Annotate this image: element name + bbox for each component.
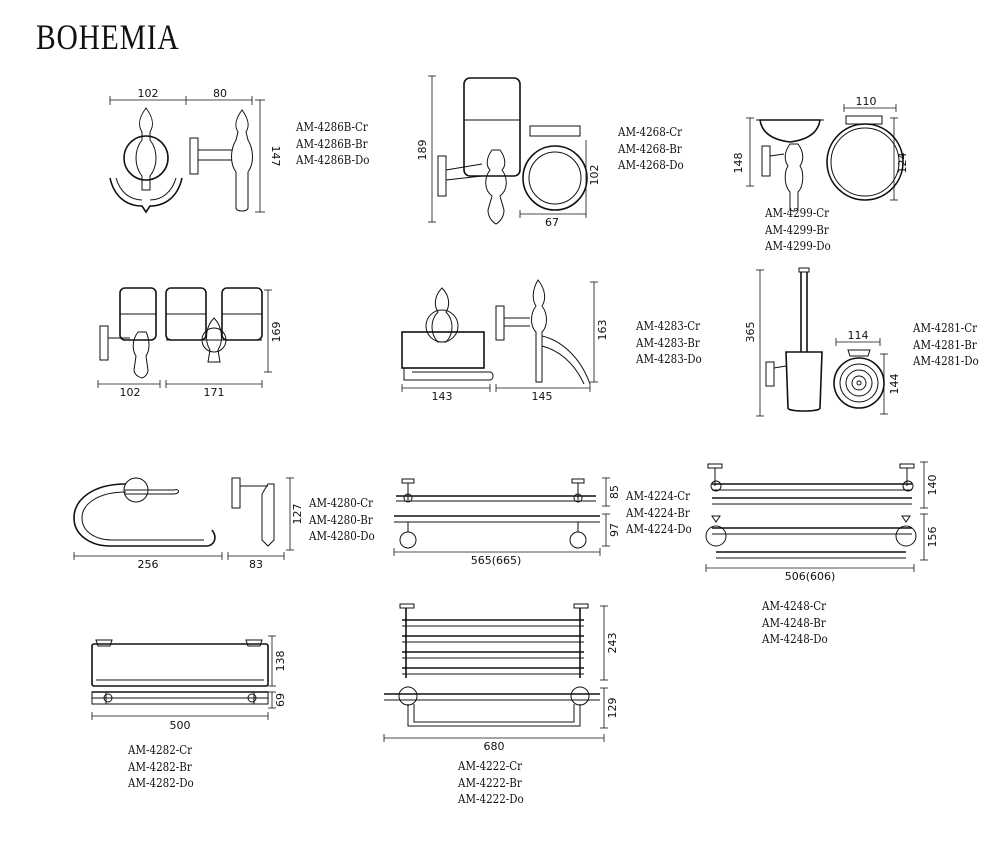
dim-4222-width: 680 — [484, 740, 505, 753]
dim-4283-width: 143 — [432, 390, 453, 403]
codes-4248: AM-4248-Cr AM-4248-Br AM-4248-Do — [762, 598, 828, 648]
drawing-4280-towel-ring — [73, 477, 294, 560]
dim-4248-bottom-height: 156 — [926, 527, 939, 548]
dim-4222-top-height: 243 — [606, 633, 619, 654]
dim-cups-double-width: 171 — [204, 386, 225, 399]
dim-4282-rail-height: 69 — [274, 693, 287, 707]
codes-4299: AM-4299-Cr AM-4299-Br AM-4299-Do — [765, 205, 831, 255]
code-cr: AM-4286B-Cr — [296, 120, 368, 134]
code-cr: AM-4282-Cr — [128, 743, 193, 757]
dim-4280-width: 256 — [138, 558, 159, 571]
code-do: AM-4224-Do — [626, 522, 692, 536]
dim-4268-ring-width: 67 — [545, 216, 559, 229]
code-br: AM-4280-Br — [309, 512, 373, 527]
codes-4281: AM-4281-Cr AM-4281-Br AM-4281-Do — [913, 320, 979, 370]
code-br: AM-4282-Br — [128, 759, 192, 774]
dim-4286b-height: 147 — [269, 146, 282, 167]
code-cr: AM-4222-Cr — [458, 759, 523, 773]
drawing-4282-glass-shelf — [91, 635, 276, 720]
code-br: AM-4283-Br — [636, 335, 700, 350]
code-br: AM-4286B-Br — [296, 136, 368, 151]
code-do: AM-4286B-Do — [296, 153, 370, 167]
code-do: AM-4299-Do — [765, 239, 831, 253]
codes-4268: AM-4268-Cr AM-4268-Br AM-4268-Do — [618, 124, 684, 174]
code-br: AM-4299-Br — [765, 222, 829, 237]
codes-4282: AM-4282-Cr AM-4282-Br AM-4282-Do — [128, 742, 194, 792]
code-br: AM-4281-Br — [913, 337, 977, 352]
code-do: AM-4222-Do — [458, 792, 524, 806]
codes-4222: AM-4222-Cr AM-4222-Br AM-4222-Do — [458, 758, 524, 808]
code-cr: AM-4299-Cr — [765, 206, 830, 220]
code-do: AM-4282-Do — [128, 776, 194, 790]
drawing-4248-towel-shelf — [705, 461, 928, 572]
code-cr: AM-4281-Cr — [913, 321, 978, 335]
drawing-4286b-robe-hook — [109, 96, 265, 214]
code-cr: AM-4248-Cr — [762, 599, 827, 613]
dim-4224-bottom-height: 97 — [608, 523, 621, 537]
code-br: AM-4248-Br — [762, 615, 826, 630]
dim-4224-width: 565(665) — [471, 554, 522, 567]
codes-4280: AM-4280-Cr AM-4280-Br AM-4280-Do — [309, 495, 375, 545]
drawing-4224-towel-bar — [393, 477, 610, 556]
dim-4248-width: 506(606) — [785, 570, 836, 583]
dim-4281-ring-width: 114 — [848, 329, 869, 342]
dim-cups-single-width: 102 — [120, 386, 141, 399]
code-cr: AM-4280-Cr — [309, 496, 374, 510]
drawing-4222-towel-rack — [383, 603, 608, 742]
drawing-4283-paper-holder — [401, 279, 598, 392]
dim-4299-ring-height: 124 — [896, 153, 909, 174]
dim-4286b-depth: 80 — [213, 87, 227, 100]
dim-4282-height: 138 — [274, 651, 287, 672]
collection-title: BOHEMIA — [36, 17, 180, 57]
code-do: AM-4281-Do — [913, 354, 979, 368]
drawing-4281-toilet-brush — [756, 267, 888, 417]
code-do: AM-4268-Do — [618, 158, 684, 172]
dim-cups-height: 169 — [270, 322, 283, 343]
code-do: AM-4248-Do — [762, 632, 828, 646]
dim-4224-top-height: 85 — [608, 485, 621, 499]
dim-4283-height: 163 — [596, 320, 609, 341]
dim-4281-height: 365 — [744, 322, 757, 343]
code-do: AM-4280-Do — [309, 529, 375, 543]
dim-4268-ring-height: 102 — [588, 165, 601, 186]
dim-4299-width: 110 — [856, 95, 877, 108]
dim-4268-height: 189 — [416, 140, 429, 161]
code-br: AM-4268-Br — [618, 141, 682, 156]
dim-4280-depth: 83 — [249, 558, 263, 571]
drawing-4268-tumbler-holder — [428, 75, 588, 225]
code-cr: AM-4283-Cr — [636, 319, 701, 333]
drawing-4299-soap-dish — [746, 104, 904, 212]
codes-4286b: AM-4286B-Cr AM-4286B-Br AM-4286B-Do — [296, 119, 370, 169]
code-cr: AM-4224-Cr — [626, 489, 691, 503]
code-cr: AM-4268-Cr — [618, 125, 683, 139]
code-br: AM-4222-Br — [458, 775, 522, 790]
code-do: AM-4283-Do — [636, 352, 702, 366]
dim-4281-ring-height: 144 — [888, 374, 901, 395]
dimension-labels: 102 80 147 189 102 67 110 148 124 169 10… — [120, 87, 940, 753]
codes-4283: AM-4283-Cr AM-4283-Br AM-4283-Do — [636, 318, 702, 368]
dim-4248-top-height: 140 — [926, 475, 939, 496]
dim-4280-height: 127 — [291, 504, 304, 525]
dim-4282-width: 500 — [170, 719, 191, 732]
code-br: AM-4224-Br — [626, 505, 690, 520]
codes-4224: AM-4224-Cr AM-4224-Br AM-4224-Do — [626, 488, 692, 538]
dim-4286b-width: 102 — [138, 87, 159, 100]
dim-4222-bottom-height: 129 — [606, 698, 619, 719]
dim-4283-depth: 145 — [532, 390, 553, 403]
drawing-tumbler-holders — [97, 287, 272, 388]
dim-4299-height: 148 — [732, 153, 745, 174]
